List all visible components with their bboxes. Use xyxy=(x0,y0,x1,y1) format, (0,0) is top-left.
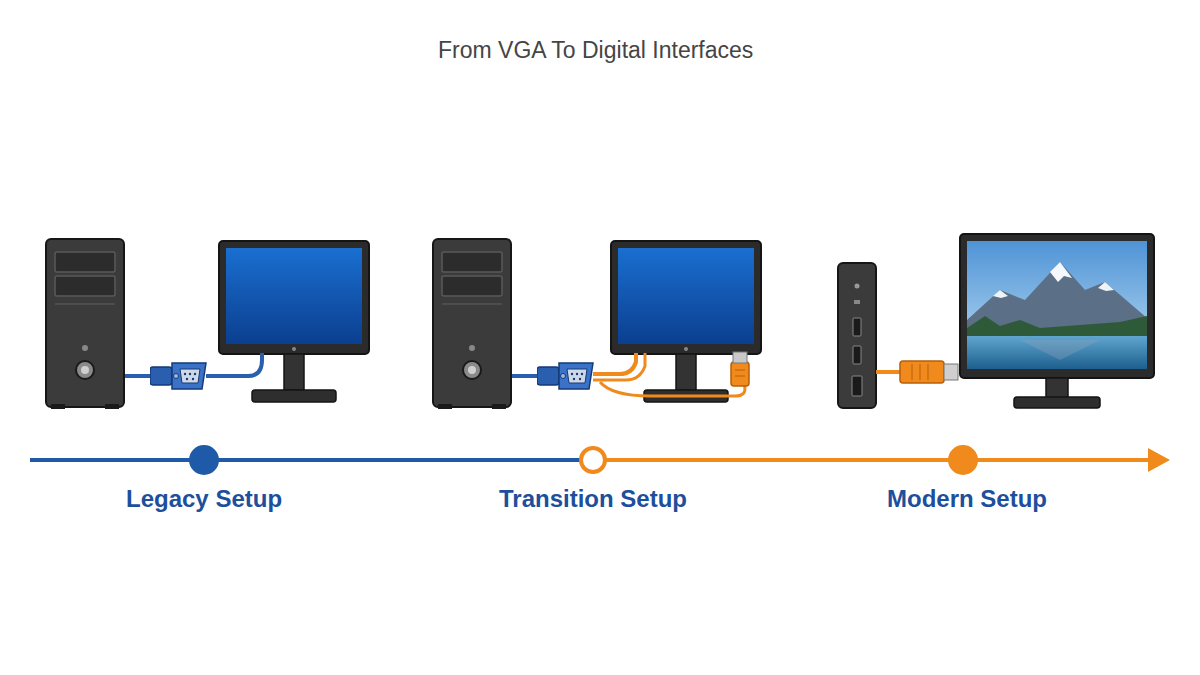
snow-cap xyxy=(1050,262,1072,282)
hdmi-plug xyxy=(731,362,749,386)
vga-cable xyxy=(206,353,262,376)
grip-line xyxy=(920,364,921,380)
desktop-tower xyxy=(46,239,124,409)
stage-label: Transition Setup xyxy=(499,485,687,513)
timeline-dot xyxy=(948,445,978,475)
grip-line xyxy=(735,370,745,371)
vga-connector xyxy=(537,363,593,389)
hdmi-cable xyxy=(876,370,902,374)
hdmi-plug xyxy=(900,361,944,383)
grip-line xyxy=(928,364,929,380)
desktop-tower xyxy=(433,239,511,409)
stage-label: Modern Setup xyxy=(887,485,1047,513)
port xyxy=(852,376,862,396)
mini-pc xyxy=(838,263,876,408)
hdmi-tip xyxy=(733,352,747,363)
lake xyxy=(967,336,1147,369)
monitor-bezel xyxy=(960,234,1154,378)
usb-port xyxy=(853,318,861,336)
treeline xyxy=(967,316,1147,336)
timeline-arrowhead xyxy=(1148,448,1170,472)
power-light xyxy=(855,284,860,289)
mountains xyxy=(967,262,1147,330)
diagram-title: From VGA To Digital Interfaces xyxy=(438,37,753,64)
stage-label: Legacy Setup xyxy=(126,485,282,513)
adapter-cable xyxy=(600,382,745,396)
monitor-neck xyxy=(1046,378,1068,398)
monitor-screen xyxy=(967,241,1147,369)
monitor-base xyxy=(1014,397,1100,408)
adapter-cable xyxy=(593,353,636,374)
grip-line xyxy=(912,364,913,380)
snow-cap xyxy=(1098,282,1114,291)
vga-cable xyxy=(512,374,537,378)
snow-cap xyxy=(993,290,1008,298)
adapter-cable xyxy=(593,353,645,380)
usb-port xyxy=(853,346,861,364)
timeline-dot xyxy=(189,445,219,475)
timeline-ring xyxy=(581,448,605,472)
grip-line xyxy=(735,376,745,377)
hdmi-tip xyxy=(944,364,958,380)
vga-cable xyxy=(125,374,150,378)
port xyxy=(854,300,860,304)
vga-connector xyxy=(150,363,206,389)
reflection xyxy=(1020,340,1100,360)
timeline-modern xyxy=(606,458,1152,462)
timeline-legacy xyxy=(30,458,580,462)
